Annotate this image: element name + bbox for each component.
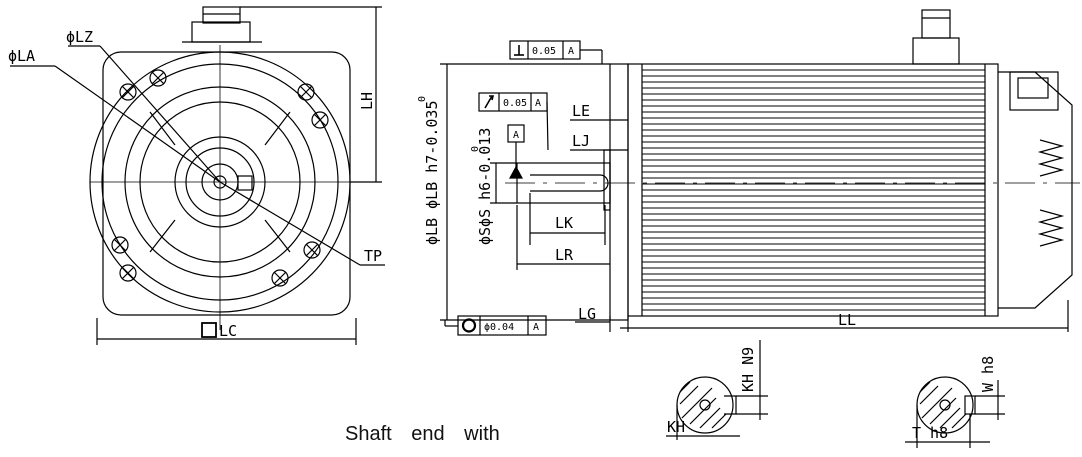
lc-label: LC: [219, 322, 237, 340]
shaft-end-caption: Shaft end with: [345, 423, 500, 445]
lh-label: LH: [358, 92, 376, 110]
conc-datum: A: [533, 322, 539, 333]
runout-arrow-symbol: [484, 95, 495, 109]
lb-fit-label: ϕLB ϕLB h7-0.035: [423, 101, 441, 246]
s-upper-tol: 0: [470, 146, 481, 152]
gdt-symbols: [484, 45, 524, 109]
cooling-fins: [642, 69, 985, 311]
key-detail-left: [666, 340, 768, 440]
s-fit-label: ϕSϕS h6-0.013: [476, 128, 494, 245]
kh-n9-label: KH N9: [739, 347, 757, 392]
w-h8-label: W h8: [979, 356, 997, 392]
front-view: [10, 6, 385, 345]
perp-datum: A: [568, 46, 574, 57]
datum-letter: A: [513, 130, 519, 141]
perp-tolerance: 0.05: [532, 46, 556, 57]
runout-tolerance: 0.05: [503, 98, 527, 109]
ll-label: LL: [838, 311, 856, 329]
lk-label: LK: [555, 214, 573, 232]
dia-lz-label: ϕLZ: [66, 28, 93, 46]
side-view: [440, 9, 1080, 336]
square-symbol: [201, 322, 217, 338]
runout-datum: A: [535, 98, 541, 109]
kh-label: KH: [667, 418, 685, 436]
le-label: LE: [572, 102, 590, 120]
lg-label: LG: [578, 305, 596, 323]
front-connector: [191, 21, 251, 43]
tp-label: TP: [364, 247, 382, 265]
motor-body: [627, 63, 999, 317]
side-flange: [609, 63, 629, 321]
key-detail-right: [905, 376, 1005, 448]
lr-label: LR: [555, 246, 574, 264]
t-h8-label: T h8: [912, 424, 948, 442]
lj-label: LJ: [572, 132, 590, 150]
dia-la-label: ϕLA: [8, 47, 35, 65]
conc-tolerance: ϕ0.04: [484, 322, 514, 333]
lb-upper-tol: 0: [417, 96, 428, 102]
